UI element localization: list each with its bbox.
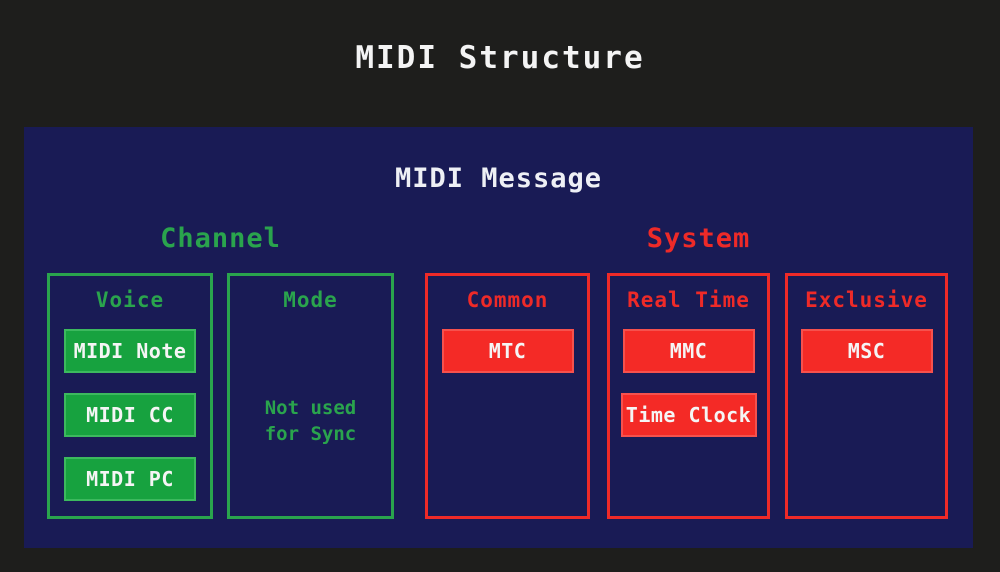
page-title: MIDI Structure: [355, 40, 645, 76]
chip-midi-note: MIDI Note: [64, 329, 196, 373]
exclusive-chips: MSC: [788, 329, 945, 373]
box-mode: Mode Not used for Sync: [227, 273, 394, 519]
chip-msc: MSC: [800, 329, 933, 373]
chip-midi-pc: MIDI PC: [64, 457, 196, 501]
chip-midi-cc: MIDI CC: [64, 393, 196, 437]
mode-note-line-2: for Sync: [264, 422, 357, 445]
voice-chips: MIDI Note MIDI CC MIDI PC: [50, 329, 210, 501]
group-label-system: System: [646, 223, 751, 254]
mode-note: Not used for Sync: [230, 396, 391, 447]
mode-note-line-1: Not used: [264, 397, 357, 419]
box-common-title: Common: [466, 288, 549, 312]
box-realtime-title: Real Time: [627, 288, 750, 312]
box-mode-title: Mode: [283, 288, 338, 312]
common-chips: MTC: [428, 329, 587, 373]
box-exclusive-title: Exclusive: [805, 288, 928, 312]
chip-time-clock: Time Clock: [620, 393, 757, 437]
midi-message-panel: MIDI Message Channel System Voice MIDI N…: [24, 127, 973, 548]
group-label-channel: Channel: [160, 223, 281, 254]
box-voice: Voice MIDI Note MIDI CC MIDI PC: [47, 273, 213, 519]
panel-title: MIDI Message: [394, 163, 603, 194]
chip-mtc: MTC: [441, 329, 574, 373]
chip-mmc: MMC: [622, 329, 755, 373]
box-exclusive: Exclusive MSC: [785, 273, 948, 519]
box-realtime: Real Time MMC Time Clock: [607, 273, 770, 519]
box-voice-title: Voice: [95, 288, 165, 312]
box-common: Common MTC: [425, 273, 590, 519]
realtime-chips: MMC Time Clock: [610, 329, 767, 437]
